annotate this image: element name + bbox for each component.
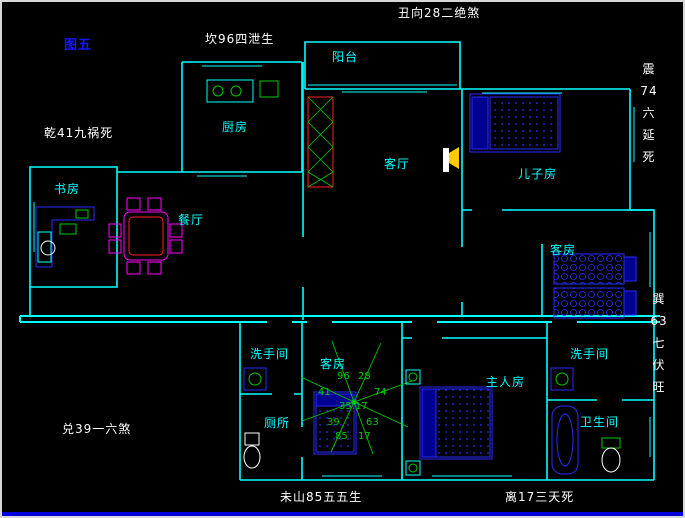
bathtub xyxy=(551,405,579,475)
washroom-left-sink xyxy=(243,367,267,391)
son-room-bed xyxy=(469,93,561,153)
compass-number-17: 17 xyxy=(358,431,371,442)
toilet-right xyxy=(601,437,621,473)
room-label-study: 书房 xyxy=(54,182,81,196)
toilet-left xyxy=(243,432,261,469)
annotation-xun-vertical: 巽 63 七 伏 旺 xyxy=(650,292,668,394)
living-tv xyxy=(443,147,459,172)
bottom-blue-bar xyxy=(2,512,683,516)
annotation-zhen-vertical: 震 74 六 延 死 xyxy=(640,62,658,164)
guest-room-beds xyxy=(553,253,637,319)
kitchen-counter xyxy=(206,79,279,103)
compass-number-41: 41 xyxy=(318,387,331,398)
annotation-dui: 兑39一六煞 xyxy=(62,422,132,436)
compass-number-74: 74 xyxy=(374,387,387,398)
annotation-kan: 坎96四泄生 xyxy=(205,32,275,46)
compass-number-63: 63 xyxy=(366,417,379,428)
room-label-washroom-left: 洗手间 xyxy=(250,347,290,361)
dining-table-set xyxy=(108,197,183,275)
room-label-dining-room: 餐厅 xyxy=(178,213,205,227)
annotation-qian: 乾41九祸死 xyxy=(44,126,114,140)
compass-number-85: 85 xyxy=(335,431,348,442)
figure-number-label: 图五 xyxy=(64,38,93,53)
room-label-washroom-right: 洗手间 xyxy=(570,347,610,361)
annotation-weishan: 未山85五五生 xyxy=(280,490,363,504)
compass-number-28: 28 xyxy=(358,371,371,382)
room-label-kitchen: 厨房 xyxy=(222,120,249,134)
room-label-master-room: 主人房 xyxy=(486,375,526,389)
room-label-guest-room-center: 客房 xyxy=(320,357,347,371)
compass-number-96: 96 xyxy=(337,371,350,382)
room-label-son-room: 儿子房 xyxy=(518,167,558,181)
study-desk xyxy=(35,206,95,268)
compass-angle: 35.17 xyxy=(339,401,368,412)
compass-rose xyxy=(300,340,413,455)
annotation-chouxiang: 丑向28二绝煞 xyxy=(398,6,481,20)
room-label-balcony: 阳台 xyxy=(332,50,359,64)
washroom-right-sink xyxy=(550,367,574,391)
annotation-li: 离17三天死 xyxy=(505,490,575,504)
room-label-living-room: 客厅 xyxy=(384,157,411,171)
walls xyxy=(19,41,660,481)
living-cabinet xyxy=(307,96,334,188)
room-label-guest-room-right: 客房 xyxy=(550,243,577,257)
master-nightstands xyxy=(405,369,421,476)
room-label-toilet: 厕所 xyxy=(264,416,291,430)
compass-number-39: 39 xyxy=(327,417,340,428)
room-label-bathroom: 卫生间 xyxy=(580,415,620,429)
master-bed xyxy=(419,386,493,460)
